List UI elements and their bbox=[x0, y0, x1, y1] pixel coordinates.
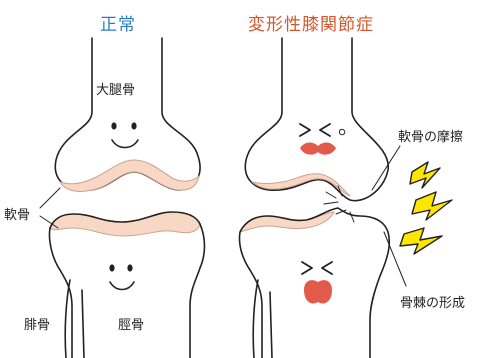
label-cartilage-wear: 軟骨の摩擦 bbox=[398, 126, 463, 145]
label-femur: 大腿骨 bbox=[96, 79, 135, 98]
label-osteophyte: 骨棘の形成 bbox=[400, 292, 465, 311]
label-cartilage: 軟骨 bbox=[4, 204, 30, 223]
label-tibia: 脛骨 bbox=[118, 314, 144, 333]
frown-mouth-lower bbox=[304, 280, 332, 303]
label-fibula: 腓骨 bbox=[24, 314, 50, 333]
fibula-bone bbox=[65, 280, 84, 358]
pain-bolt-icon bbox=[400, 162, 452, 254]
tibia-bone bbox=[49, 224, 204, 358]
oa-knee bbox=[239, 38, 406, 358]
tibia-cartilage bbox=[50, 212, 200, 236]
